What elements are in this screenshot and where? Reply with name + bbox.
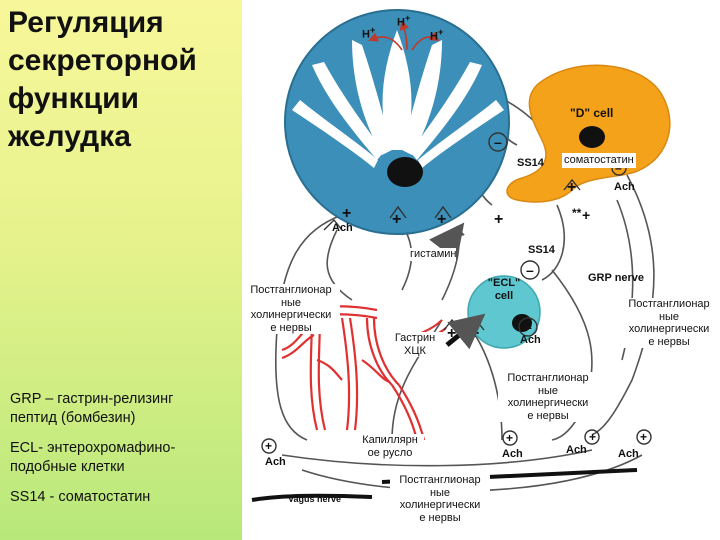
- label-text: е нервы: [270, 321, 312, 334]
- svg-text:+: +: [589, 430, 596, 444]
- somatostatin-label: соматостатин: [562, 153, 636, 168]
- vagus-nerve-line: [251, 493, 373, 502]
- d-cell: [506, 64, 671, 203]
- legend-line: SS14 - соматостатин: [10, 489, 151, 505]
- legend-line: пептид (бомбезин): [10, 410, 136, 426]
- ach-label: Ach: [520, 334, 541, 346]
- label-text: Гастрин: [394, 332, 436, 344]
- h-plus-label: H+: [362, 24, 375, 41]
- label-text: "ECL": [487, 277, 521, 289]
- svg-text:–: –: [494, 134, 502, 150]
- svg-text:+: +: [392, 211, 401, 228]
- parietal-cell: [284, 9, 510, 235]
- title-line: секреторной: [8, 44, 197, 77]
- gastrin-label: Гастрин ХЦК: [388, 332, 442, 357]
- ss14-label: SS14: [528, 244, 555, 256]
- ss14-label: SS14: [517, 157, 544, 169]
- postganglionic-nerves-label: Постганглионар ные холинергически е нерв…: [498, 372, 598, 422]
- svg-text:+: +: [506, 431, 513, 445]
- label-text: е нервы: [419, 511, 461, 524]
- svg-text:+: +: [437, 211, 446, 228]
- page-title: Регуляция секреторной функции желудка: [8, 4, 238, 156]
- vagus-nerve-label: Vagus nerve: [288, 494, 342, 504]
- grp-nerve-label: GRP nerve: [588, 272, 645, 284]
- postganglionic-nerves-label: Постганглионар ные холинергически е нерв…: [242, 284, 340, 334]
- d-cell-label: "D" cell: [570, 106, 614, 120]
- label-text: Капиллярн: [362, 434, 418, 446]
- title-line: функции: [8, 82, 140, 115]
- left-panel: Регуляция секреторной функции желудка GR…: [0, 0, 242, 540]
- postganglionic-nerves-label: Постганглионар ные холинергически е нерв…: [620, 298, 718, 348]
- label-text: cell: [494, 289, 514, 302]
- label-text: холинергически: [399, 499, 481, 511]
- label-text: H: [397, 16, 405, 29]
- gastrin-arrow: [445, 313, 486, 350]
- label-text: Постганглионар: [628, 298, 710, 310]
- label-text: +: [437, 27, 444, 37]
- legend-grp: GRP – гастрин-релизинг пептид (бомбезин): [10, 390, 240, 428]
- h-plus-label: H+: [430, 26, 443, 43]
- label-text: е нервы: [527, 409, 569, 422]
- svg-text:+: +: [342, 205, 351, 222]
- label-text: Постганглионар: [250, 284, 332, 296]
- histamine-label: гистамин: [410, 248, 457, 261]
- ach-label: Ach: [332, 222, 353, 234]
- legend-line: ECL- энтерохромафино-: [10, 440, 176, 456]
- proton-arrows: [368, 20, 440, 51]
- legend-line: GRP – гастрин-релизинг: [10, 391, 174, 407]
- histamine-arrow: [429, 222, 465, 261]
- svg-text:–: –: [524, 319, 532, 335]
- title-line: Регуляция: [8, 6, 164, 39]
- label-text: ные: [280, 296, 302, 309]
- svg-text:**: **: [572, 206, 582, 220]
- label-text: ные: [429, 486, 451, 499]
- label-text: Постганглионар: [507, 372, 589, 384]
- capillary-bed-label: Капиллярн ое русло: [356, 434, 424, 459]
- svg-text:+: +: [567, 179, 576, 196]
- ecl-cell-label: "ECL" cell: [480, 277, 528, 302]
- label-text: H: [362, 28, 370, 41]
- svg-text:+: +: [265, 439, 272, 453]
- label-text: ные: [658, 310, 680, 323]
- ach-label: Ach: [614, 181, 635, 193]
- legend-ss14: SS14 - соматостатин: [10, 488, 240, 507]
- h-plus-label: H+: [397, 12, 410, 29]
- ach-label: Ach: [566, 444, 587, 456]
- label-text: холинергически: [628, 323, 710, 335]
- svg-text:+: +: [640, 430, 647, 444]
- svg-text:–: –: [526, 262, 534, 278]
- label-text: Постганглионар: [399, 474, 481, 486]
- svg-text:–: –: [615, 161, 622, 175]
- postganglionic-nerves-label: Постганглионар ные холинергически е нерв…: [390, 474, 490, 524]
- label-text: ные: [537, 384, 559, 397]
- ach-label: Ach: [265, 456, 286, 468]
- label-text: ХЦК: [404, 344, 426, 357]
- title-line: желудка: [8, 120, 131, 153]
- label-text: ое русло: [367, 446, 413, 459]
- label-text: холинергически: [250, 309, 332, 321]
- label-text: +: [404, 13, 411, 23]
- label-text: холинергически: [507, 397, 589, 409]
- svg-text:+: +: [582, 207, 590, 223]
- ach-label: Ach: [502, 448, 523, 460]
- label-text: е нервы: [648, 335, 690, 348]
- legend-line: подобные клетки: [10, 459, 125, 475]
- label-text: +: [369, 25, 376, 35]
- legend-ecl: ECL- энтерохромафино- подобные клетки: [10, 439, 240, 477]
- receptor-symbols: [261, 132, 652, 454]
- regulation-diagram: – – – – + + + + + + + + ** + + + +: [251, 9, 671, 502]
- label-text: H: [430, 30, 438, 43]
- svg-text:+: +: [494, 211, 503, 228]
- ach-label: Ach: [618, 448, 639, 460]
